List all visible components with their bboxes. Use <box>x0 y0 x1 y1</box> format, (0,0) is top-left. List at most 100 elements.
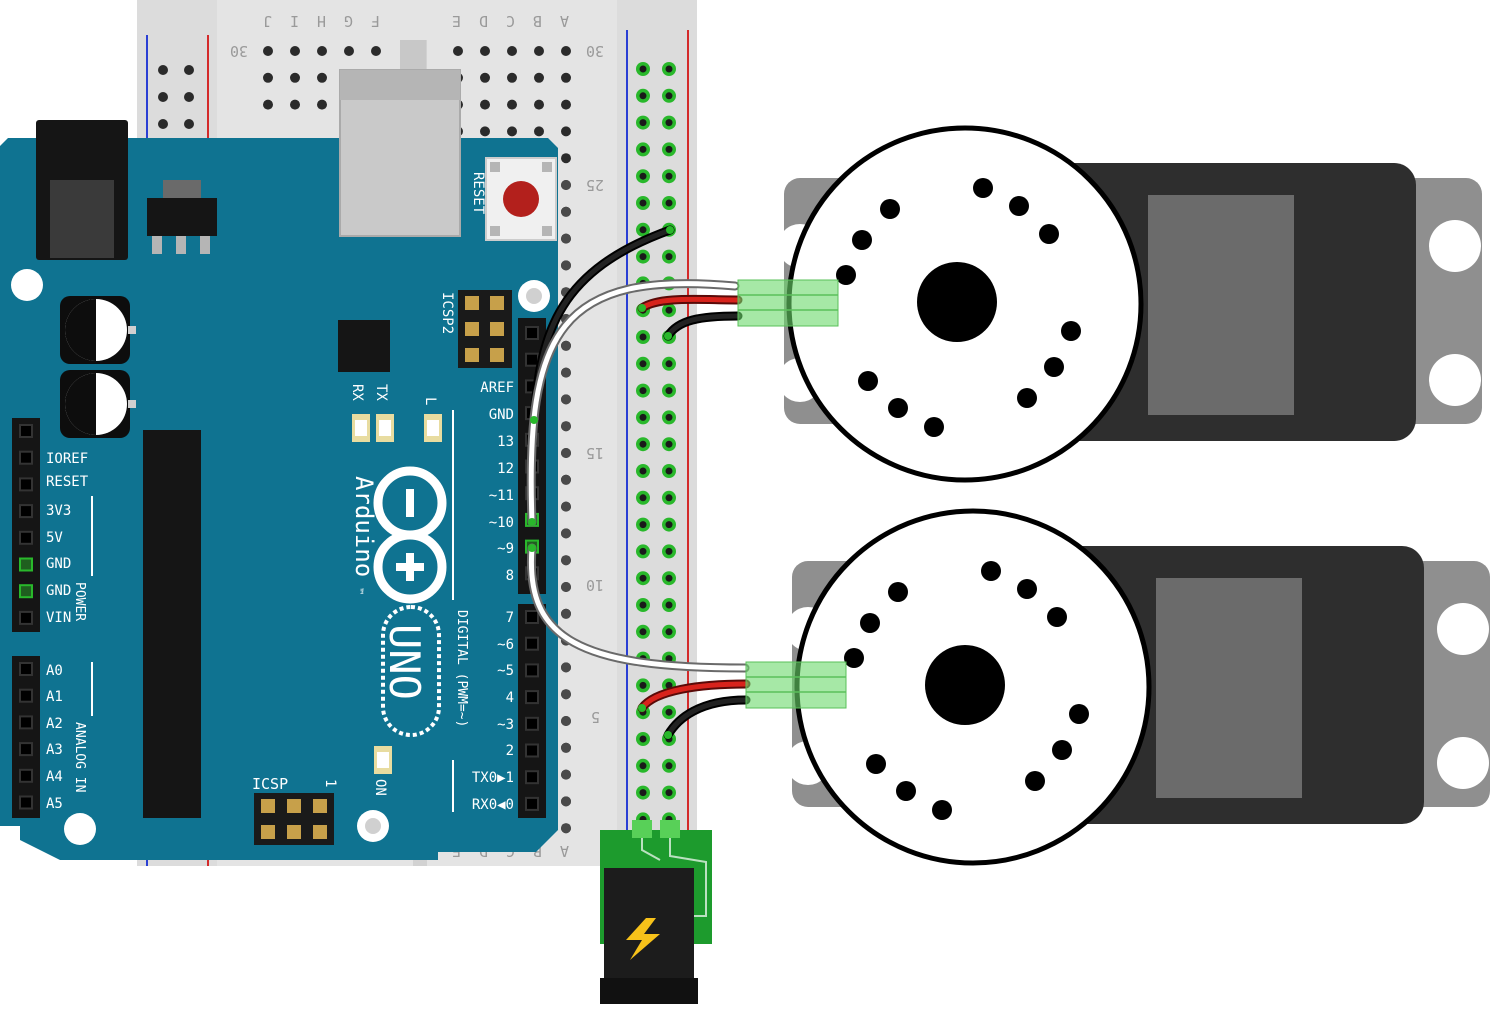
column-letter: E <box>452 12 461 30</box>
on-label: ON <box>372 779 388 796</box>
breadboard-hole <box>561 662 571 673</box>
pin-label-a1: A1 <box>46 689 63 705</box>
rail-hole <box>662 249 676 264</box>
rail-hole <box>662 115 676 130</box>
servo-mount-hole <box>1429 354 1481 406</box>
breadboard-hole <box>561 769 571 780</box>
rail-hole <box>662 303 676 318</box>
jack-pin <box>660 820 680 838</box>
breadboard-hole <box>534 99 544 110</box>
rail-hole <box>662 62 676 76</box>
arduino-brand-text: Arduino <box>350 476 378 577</box>
regulator-leg <box>176 236 186 254</box>
servo-mount-hole <box>1429 220 1481 272</box>
breadboard-hole <box>480 99 490 110</box>
servo-horn-hole <box>888 582 908 602</box>
servo-horn-hole <box>1025 771 1045 791</box>
servo-connector-bottom <box>745 661 847 709</box>
servo-horn-hole <box>1069 704 1089 724</box>
rail-hole <box>158 65 168 75</box>
breadboard-hole <box>507 99 517 110</box>
rail-hole <box>636 464 650 478</box>
column-letter: F <box>371 12 380 30</box>
mounting-hole <box>526 288 542 304</box>
servo-horn-hole <box>973 178 993 198</box>
pin-label-9: ~9 <box>497 541 514 557</box>
breadboard-hole <box>561 742 571 753</box>
header-pin <box>525 770 539 785</box>
header-pin <box>19 584 33 599</box>
pin-label-2: 2 <box>506 743 514 759</box>
header-pin <box>19 477 33 492</box>
breadboard-hole <box>290 99 300 110</box>
row-number: 15 <box>586 444 604 462</box>
pin-label-11: ~11 <box>489 488 514 504</box>
rail-hole <box>636 571 650 586</box>
reset-button-cap[interactable] <box>503 181 539 217</box>
power-pin-labels: IOREF RESET 3V3 5V GND GND VIN <box>46 451 89 626</box>
breadboard-hole <box>561 501 571 512</box>
breadboard-hole <box>290 46 300 56</box>
pin-label-a2: A2 <box>46 716 63 732</box>
row-number: 30 <box>230 42 248 60</box>
pin-label-a4: A4 <box>46 769 63 785</box>
rail-hole <box>662 624 676 639</box>
breadboard-hole <box>561 582 571 592</box>
rx-label: RX <box>349 384 365 401</box>
header-pin <box>525 636 539 651</box>
breadboard-hole <box>561 528 571 539</box>
servo-horn-hole <box>924 417 944 437</box>
breadboard-hole <box>561 689 571 700</box>
servo-horn-hole <box>1039 224 1059 244</box>
header-pin <box>525 352 539 367</box>
column-letter: B <box>533 842 542 860</box>
breadboard-hole <box>561 555 571 566</box>
rail-hole <box>662 196 676 210</box>
wire-black-gnd-top <box>665 313 741 339</box>
rx-led <box>352 414 370 442</box>
breadboard-hole <box>480 72 490 83</box>
breadboard-hole <box>561 260 571 271</box>
rail-hole <box>636 437 650 452</box>
mounting-hole <box>11 269 43 301</box>
header-pin <box>19 530 33 545</box>
breadboard-hole <box>561 46 571 56</box>
uno-model-text: UNO <box>380 624 429 700</box>
servo-mount-hole <box>1437 603 1489 655</box>
rail-hole <box>636 196 650 210</box>
servo-horn-hole <box>866 754 886 774</box>
row-number: 25 <box>586 176 604 194</box>
rail-hole <box>662 142 676 157</box>
wire-white-signal-top <box>528 281 738 525</box>
rail-hole <box>636 115 650 130</box>
atmega-microcontroller <box>143 430 201 818</box>
pin-label-8: 8 <box>506 568 514 584</box>
rail-hole <box>184 65 194 75</box>
servo-horn-hole <box>1017 388 1037 408</box>
column-letter: H <box>317 12 326 30</box>
rail-hole <box>636 142 650 157</box>
wire-end <box>638 704 646 712</box>
rail-hole <box>662 410 676 425</box>
column-letter: G <box>344 12 353 30</box>
servo-shaft <box>925 645 1005 725</box>
reset-label: RESET <box>470 172 486 215</box>
servo-label-panel <box>1156 578 1302 798</box>
pin-label-a3: A3 <box>46 742 63 758</box>
breadboard-hole <box>561 72 571 83</box>
pin-label-1: TX0▶1 <box>472 770 514 786</box>
rail-hole <box>662 705 676 720</box>
header-pin <box>19 742 33 757</box>
pin-label-0: RX0◀0 <box>472 797 514 813</box>
rail-hole <box>662 169 676 184</box>
servo-horn-hole <box>858 371 878 391</box>
wire-white-signal-bottom <box>528 545 748 671</box>
reset-button[interactable] <box>485 157 557 241</box>
icsp-header <box>254 793 334 845</box>
servo-shaft <box>917 262 997 342</box>
header-pin <box>19 795 33 810</box>
breadboard-hole <box>371 46 381 56</box>
breadboard-hole <box>561 153 571 164</box>
breadboard-hole <box>263 99 273 110</box>
wires <box>526 225 751 740</box>
